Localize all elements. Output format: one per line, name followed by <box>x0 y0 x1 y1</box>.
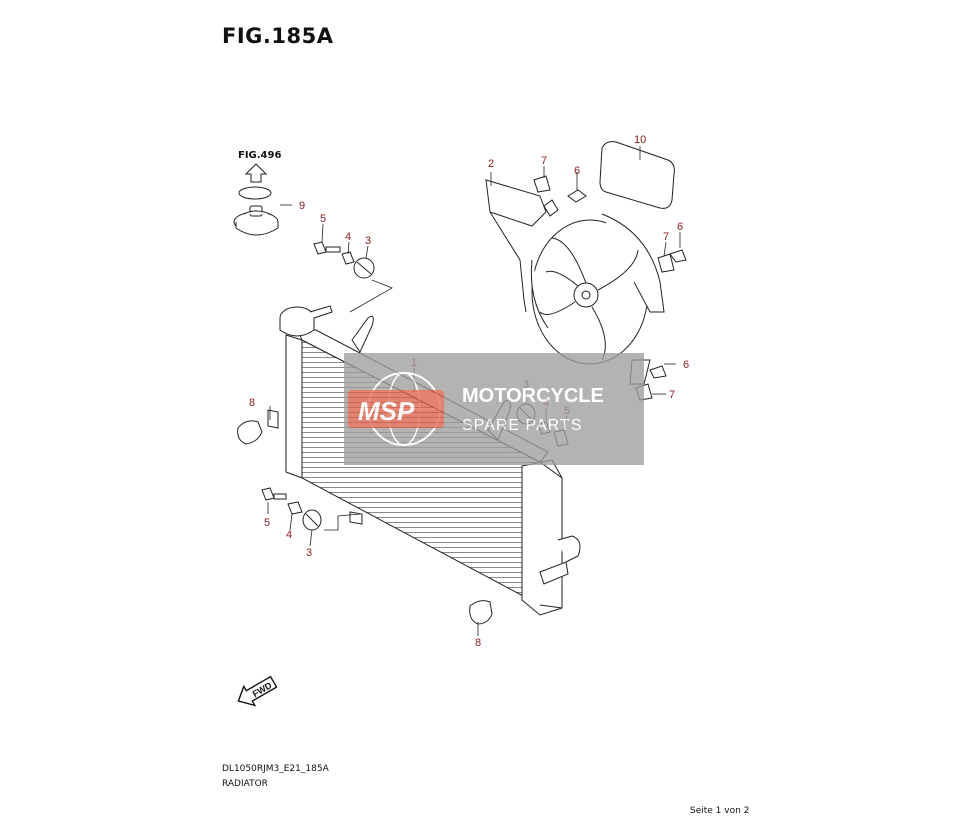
forward-direction-icon: FWD <box>237 675 278 707</box>
radiator-cap-part[interactable] <box>233 186 279 236</box>
sub-figure-reference[interactable]: FIG.496 <box>238 150 282 161</box>
callout-6-right[interactable]: 6 <box>677 221 683 233</box>
watermark-line-2: SPARE PARTS <box>462 417 582 434</box>
watermark-logo: MSP <box>358 396 415 426</box>
callout-7-top[interactable]: 7 <box>541 155 547 167</box>
label-sticker-part[interactable] <box>599 141 675 209</box>
callout-7-lower[interactable]: 7 <box>669 389 675 401</box>
up-arrow-icon <box>244 163 268 183</box>
callout-10[interactable]: 10 <box>634 134 646 146</box>
callout-2[interactable]: 2 <box>488 158 494 170</box>
watermark: MSP MOTORCYCLE SPARE PARTS <box>344 353 644 465</box>
diagram-name: RADIATOR <box>222 779 268 789</box>
callout-5-top[interactable]: 5 <box>320 213 326 225</box>
callout-3-top[interactable]: 3 <box>365 235 371 247</box>
page-number: Seite 1 von 2 <box>690 806 750 816</box>
callout-9[interactable]: 9 <box>299 200 305 212</box>
figure-title: FIG.185A <box>222 24 334 48</box>
callout-4-top[interactable]: 4 <box>345 231 351 243</box>
callout-labels: 1 2 3 3 3 4 4 4 5 5 5 6 6 6 7 7 7 8 8 9 … <box>249 134 689 649</box>
callout-7-right[interactable]: 7 <box>663 231 669 243</box>
callout-6-top[interactable]: 6 <box>574 165 580 177</box>
callout-8-top[interactable]: 8 <box>249 397 255 409</box>
callout-3-bottom[interactable]: 3 <box>306 547 312 559</box>
callout-5-bottom[interactable]: 5 <box>264 517 270 529</box>
diagram-code: DL1050RJM3_E21_185A <box>222 764 329 774</box>
callout-8-bottom[interactable]: 8 <box>475 637 481 649</box>
watermark-line-1: MOTORCYCLE <box>462 385 604 407</box>
fan-shroud-part[interactable] <box>485 179 665 385</box>
callout-4-bottom[interactable]: 4 <box>286 529 292 541</box>
callout-6-lower[interactable]: 6 <box>683 359 689 371</box>
